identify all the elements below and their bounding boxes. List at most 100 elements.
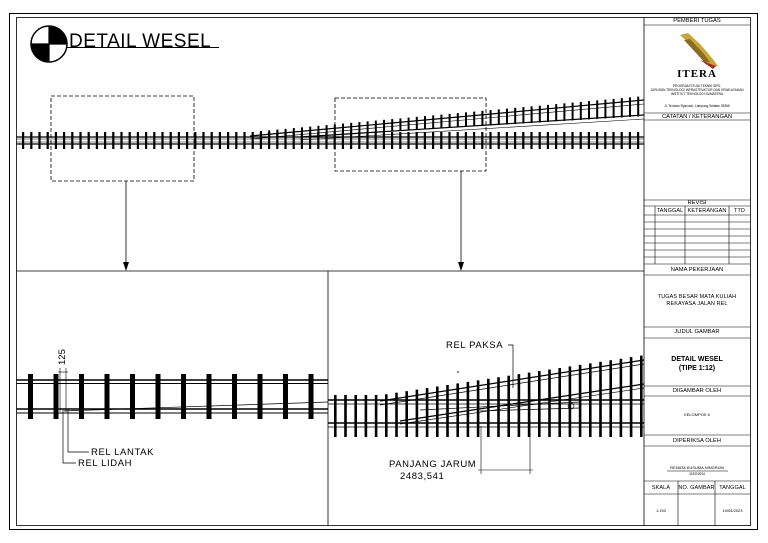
sleeper [128, 132, 131, 149]
sleeper [587, 132, 590, 149]
judul-gambar-line-2: (TIPE 1:12) [678, 365, 716, 372]
sleeper [473, 132, 476, 149]
sleeper [637, 132, 640, 149]
sleeper [317, 132, 320, 149]
sleeper [415, 116, 418, 130]
sleeper [257, 374, 263, 419]
sleeper [292, 132, 295, 149]
sleeper [153, 132, 156, 149]
sleeper [464, 132, 467, 149]
sleeper [79, 132, 82, 149]
sleeper [308, 374, 314, 419]
dimension-125 [58, 368, 68, 412]
section-symbol-icon [30, 25, 68, 63]
sleeper [448, 113, 451, 128]
sleeper [309, 126, 312, 137]
diverging-rail [249, 103, 645, 140]
sleeper [558, 367, 561, 437]
sleeper [268, 130, 271, 139]
sleeper [284, 132, 287, 149]
logo-text: ITERA [677, 68, 717, 80]
sleeper [292, 128, 295, 138]
sleeper [366, 132, 369, 149]
leader-rel-lantak [67, 409, 89, 453]
sleeper [283, 374, 288, 419]
institution-line-1: PROGRAM STUDI TEKNIK SIPIL [673, 84, 721, 88]
sleeper [301, 127, 303, 137]
sleeper [432, 115, 435, 129]
leader-rel-paksa [508, 344, 514, 388]
digambar-oleh-header: DIGAMBAR OLEH [672, 387, 722, 394]
sleeper [395, 392, 398, 437]
sleeper [155, 374, 161, 419]
sleeper [538, 132, 541, 149]
sleeper [218, 132, 221, 149]
sleeper [514, 107, 517, 124]
title-block-grid [644, 24, 750, 526]
sleeper [440, 114, 443, 129]
sleeper [309, 132, 312, 149]
detail-left-rails [16, 379, 329, 414]
sleeper [145, 132, 148, 149]
sleeper [456, 383, 459, 437]
institution-line-2: JURUSAN TEKNOLOGI INFRASTRUKTUR DAN KEWI… [650, 88, 744, 92]
sleeper [382, 132, 385, 149]
sleeper [497, 377, 500, 437]
sleeper [547, 104, 549, 122]
dimension-125-label: 125 [57, 349, 68, 365]
sleeper [405, 391, 408, 437]
sleeper [465, 112, 467, 127]
overview-diverging-track [249, 96, 645, 141]
sleeper [374, 120, 377, 133]
sleeper [276, 132, 279, 149]
sleeper [374, 395, 378, 437]
sleeper [588, 101, 590, 120]
sleeper [466, 381, 470, 437]
sleeper [596, 132, 599, 149]
revisi-header: REVISI [687, 200, 707, 206]
judul-gambar-line-1: DETAIL WESEL [671, 356, 723, 363]
sleeper [260, 131, 262, 140]
sleeper [325, 125, 328, 136]
sleeper [54, 132, 57, 149]
sleeper [640, 355, 643, 437]
sleeper [161, 132, 164, 149]
sleeper [385, 394, 388, 437]
sleeper [481, 110, 484, 126]
nama-pekerjaan-line-1: TUGAS BESAR MATA KULIAH [657, 294, 737, 300]
sleeper [620, 132, 623, 149]
diverging-rail [249, 99, 645, 137]
revisi-col-tanggal: TANGGAL [656, 208, 684, 214]
sleeper [325, 132, 328, 149]
inner-border [16, 17, 751, 526]
sleeper [53, 374, 59, 419]
nama-pekerjaan-header: NAMA PEKERJAAN [670, 266, 724, 273]
label-rel-paksa: REL PAKSA [446, 340, 503, 351]
sleeper [578, 364, 582, 437]
sleeper [235, 132, 238, 149]
sleeper [104, 132, 107, 149]
sleeper [251, 132, 254, 149]
sleeper [517, 374, 521, 437]
label-panjang-jarum-value: 2483,541 [400, 471, 444, 482]
sleeper [440, 132, 443, 149]
sleeper [341, 132, 344, 149]
diperiksa-oleh-header: DIPERIKSA OLEH [672, 437, 721, 444]
sleeper [505, 132, 508, 149]
sleeper [276, 129, 279, 139]
detail-left-sleepers [28, 374, 314, 419]
sleeper [555, 132, 558, 149]
sleeper [181, 374, 186, 419]
sleeper [112, 132, 115, 149]
sleeper [522, 132, 525, 149]
sleeper [38, 132, 41, 149]
sleeper [619, 358, 623, 437]
sleeper [243, 132, 246, 149]
sleeper [227, 132, 230, 149]
dimension-panjang-jarum [478, 421, 533, 474]
sleeper [30, 132, 33, 149]
sleeper [612, 98, 615, 118]
sleeper [473, 111, 476, 127]
sleeper [612, 132, 615, 149]
